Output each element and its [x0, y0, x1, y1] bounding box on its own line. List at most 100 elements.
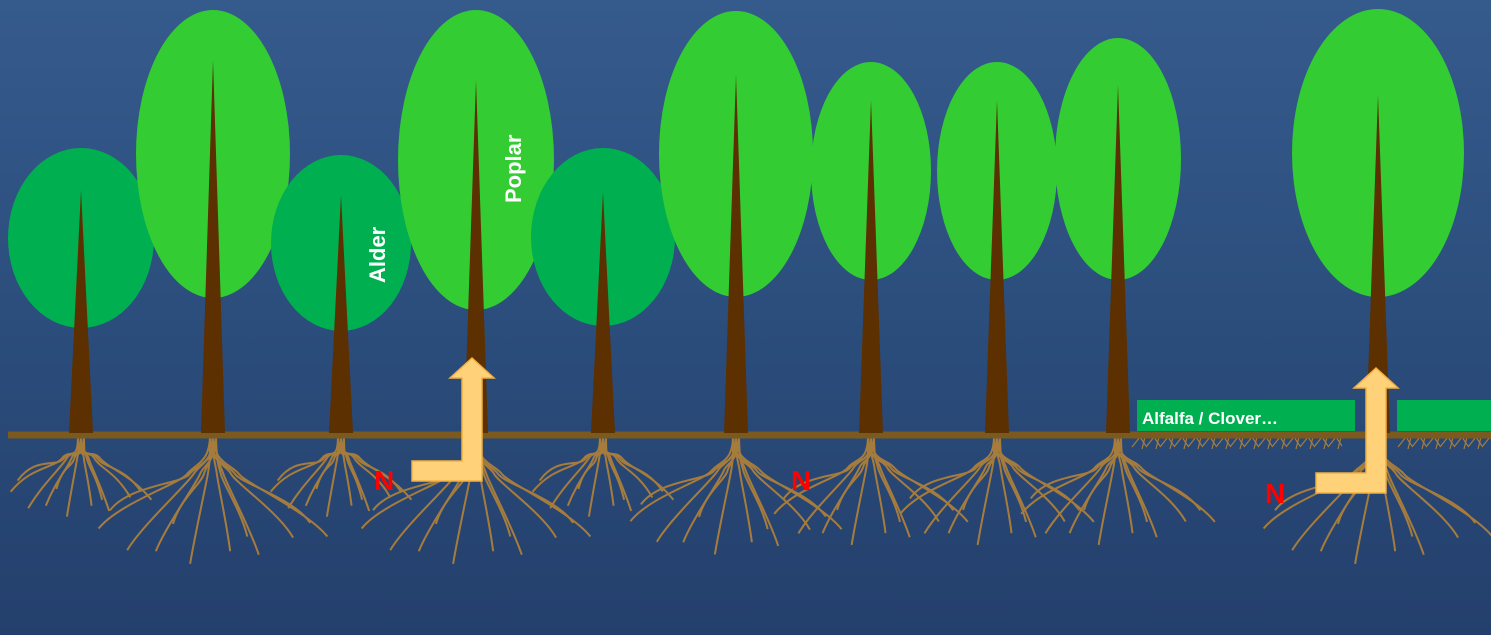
tree-trunk: [69, 190, 93, 433]
tree-trunk: [724, 75, 748, 433]
root-strand: [605, 434, 626, 501]
tree-trunk: [329, 195, 353, 433]
cover-crop-label: Alfalfa / Clover…: [1142, 409, 1278, 428]
root-strand: [126, 434, 214, 551]
root-strand: [1097, 434, 1116, 546]
cover-crop-root: [1327, 436, 1343, 450]
root-strand: [999, 434, 1028, 523]
root-strand: [629, 434, 734, 522]
nitrogen-symbol-center: N: [791, 465, 811, 496]
cover-crop-strip-right: [1397, 400, 1491, 431]
cover-crop-root: [1397, 436, 1413, 450]
nitrogen-uptake-arrow-right: [1315, 366, 1400, 494]
root-strand: [962, 434, 998, 511]
cover-crop-root: [1481, 436, 1491, 448]
root-strand: [171, 434, 214, 525]
poplar-label: Poplar: [501, 134, 526, 203]
root-strand: [1120, 434, 1158, 538]
root-strand: [867, 434, 955, 511]
root-strand: [325, 434, 340, 517]
root-strand: [993, 434, 1066, 523]
tree-roots: [773, 434, 969, 546]
tree-trunk: [201, 60, 225, 433]
root-strand: [773, 434, 869, 515]
tree-roots: [531, 434, 675, 517]
root-strand: [698, 434, 737, 518]
nitrogen-symbol-left: N: [374, 465, 394, 496]
root-strand: [738, 434, 769, 530]
root-strand: [713, 434, 734, 555]
root-strand: [343, 434, 371, 512]
root-strand: [315, 434, 342, 490]
tree-trunk: [985, 100, 1009, 433]
cover-crop-root: [1439, 436, 1455, 450]
tree-trunk: [464, 80, 488, 433]
root-strand: [1114, 434, 1202, 511]
tree-trunk: [1106, 85, 1130, 433]
root-strand: [1374, 434, 1459, 539]
root-strand: [55, 434, 82, 490]
root-strand: [873, 434, 902, 523]
cover-crop-root: [1257, 436, 1273, 450]
root-strand: [655, 434, 737, 543]
root-strand: [1044, 434, 1119, 534]
cover-crop-root: [1187, 436, 1203, 450]
cover-crop-root: [1173, 436, 1189, 450]
cover-crop-root: [1201, 436, 1217, 450]
tree-roots: [629, 434, 843, 555]
cover-crop-root: [1271, 436, 1287, 450]
root-strand: [1120, 434, 1149, 523]
tree-trunk: [1366, 95, 1390, 433]
cover-crop-root: [1159, 436, 1175, 450]
cover-crop-root: [1425, 436, 1441, 450]
tree-roots: [9, 434, 153, 517]
root-strand: [605, 434, 633, 512]
root-strand: [97, 434, 211, 530]
nitrogen-uptake-arrow-left: [411, 356, 496, 482]
root-strand: [993, 434, 1081, 511]
root-strand: [873, 434, 911, 538]
cover-crop-root: [1467, 436, 1483, 450]
root-strand: [850, 434, 869, 546]
root-strand: [836, 434, 872, 511]
cover-crop-root: [1411, 436, 1427, 450]
root-strand: [472, 434, 557, 539]
cover-crop-root: [1453, 436, 1469, 450]
root-strand: [976, 434, 995, 546]
cover-crop-root: [1313, 436, 1329, 450]
root-strand: [587, 434, 602, 517]
tree-roots: [899, 434, 1095, 546]
root-strand: [531, 434, 601, 493]
root-strand: [83, 434, 104, 501]
root-strand: [577, 434, 604, 490]
cover-crop-root: [1285, 436, 1301, 450]
root-strand: [1114, 434, 1187, 523]
root-strand: [999, 434, 1037, 538]
cover-crop-root: [1229, 436, 1245, 450]
cover-crop-root: [1243, 436, 1259, 450]
tree-roots: [269, 434, 413, 517]
root-strand: [1020, 434, 1116, 515]
root-strand: [209, 434, 294, 539]
nitrogen-symbol-right: N: [1265, 478, 1285, 509]
root-strand: [215, 434, 249, 537]
trunk-layer: [69, 60, 1390, 433]
root-strand: [1083, 434, 1119, 511]
root-strand: [83, 434, 111, 512]
alder-label: Alder: [365, 226, 390, 283]
root-strand: [899, 434, 995, 515]
root-strand: [65, 434, 80, 517]
root-strand: [269, 434, 339, 493]
tree-roots: [1020, 434, 1216, 546]
root-strand: [343, 434, 364, 501]
root-strand: [732, 434, 827, 518]
cover-crop-root: [1215, 436, 1231, 450]
cover-crop-roots: [1131, 436, 1491, 450]
cover-crop-strip: [1137, 400, 1355, 431]
cover-crop-root: [1131, 436, 1147, 450]
cover-crop-root: [1299, 436, 1315, 450]
root-strand: [9, 434, 79, 493]
root-strand: [867, 434, 940, 523]
tree-trunk: [859, 100, 883, 433]
